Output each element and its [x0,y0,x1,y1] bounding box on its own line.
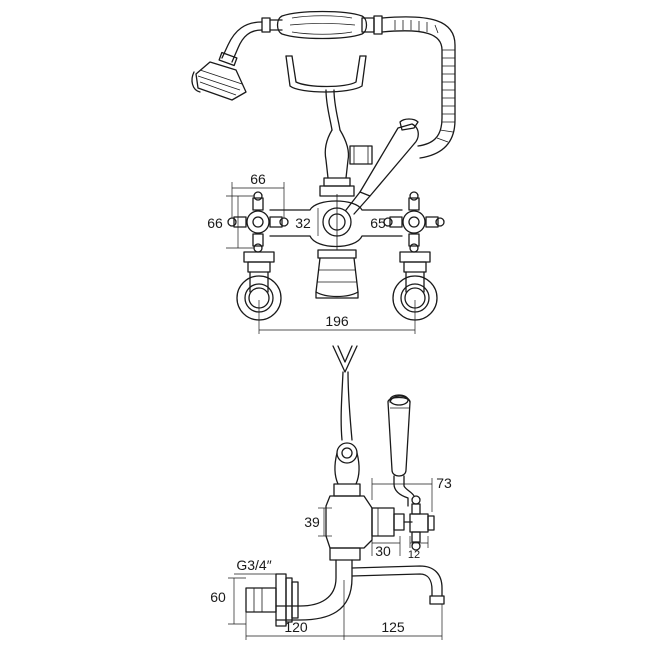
dim-30: 30 [375,543,391,559]
spout-icon [315,249,359,299]
dim-12: 12 [408,549,420,561]
dim-66-left: 66 [207,215,223,231]
side-dimensions: 73 39 30 12 G3/4″ 60 [210,475,452,640]
dim-125: 125 [381,619,405,635]
front-dimensions: 66 66 32 65 196 [207,171,416,334]
side-cradle [332,345,360,485]
side-body [325,483,435,561]
dim-60: 60 [210,589,226,605]
dim-32: 32 [295,215,311,231]
main-body [269,194,403,250]
shower-hose [381,16,456,159]
lever-handle-icon [387,394,415,507]
dim-196: 196 [325,313,349,329]
spout-icon [351,565,445,605]
side-view: 73 39 30 12 G3/4″ 60 [210,345,452,640]
dim-66-top: 66 [250,171,266,187]
thread-label: G3/4″ [236,557,271,573]
front-view: 66 66 32 65 196 [191,10,456,334]
cross-handle-icon [383,191,445,253]
hand-shower-icon [191,61,247,101]
dim-73: 73 [436,475,452,491]
side-inlet [245,559,353,627]
cross-handle-icon [227,191,289,253]
riser [319,129,373,197]
hand-shower-handle [261,10,383,40]
dim-120: 120 [284,619,308,635]
dim-65: 65 [370,215,386,231]
lever-handle-icon [345,118,419,215]
shower-cradle [285,55,367,131]
shower-arm [218,21,263,67]
dim-39: 39 [304,514,320,530]
